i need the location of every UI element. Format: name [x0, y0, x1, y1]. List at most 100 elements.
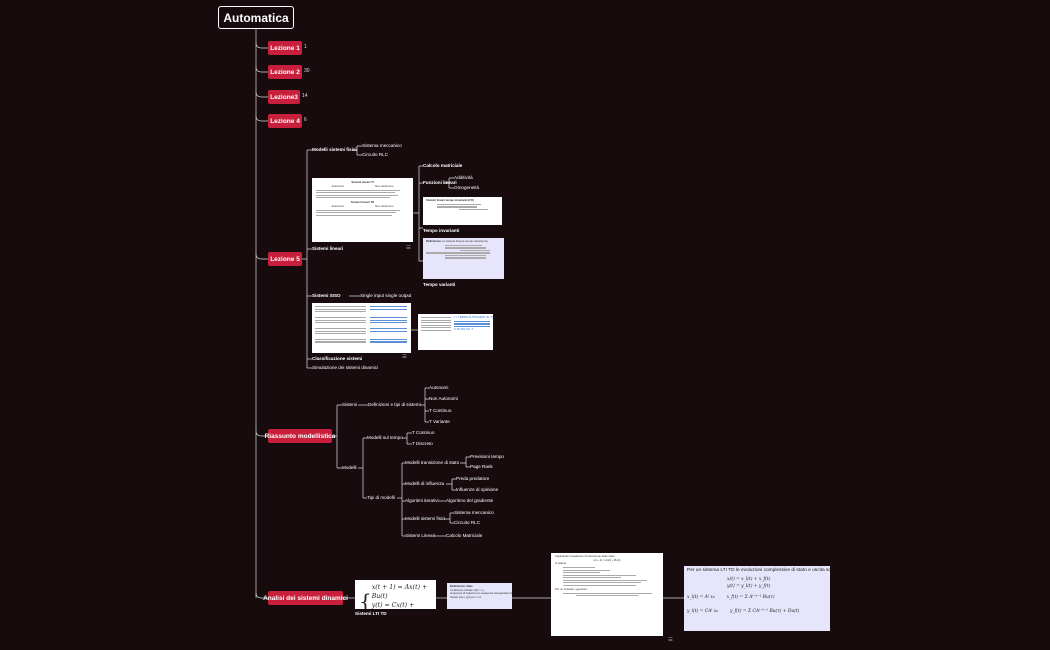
topic-analisi-sistemi-dinamici[interactable]: Analisi dei sistemi dinamici	[263, 591, 348, 605]
topic-label: Lezione 1	[270, 44, 300, 52]
node-t-continuo[interactable]: T Continuo	[429, 408, 452, 413]
card-legend: Σ TD NO AU, T	[454, 327, 474, 332]
card-text: Applicando l'equazione di transizione de…	[555, 554, 615, 558]
collapsed-count-badge[interactable]: 30	[304, 68, 310, 74]
node-t-continuo-2[interactable]: T Continuo	[412, 430, 435, 435]
card-calcolo-evoluzione[interactable]: Applicando l'equazione di transizione de…	[551, 553, 663, 636]
node-funzioni-lineari[interactable]: Funzioni lineari	[423, 180, 457, 185]
card-title: Sistemi lineari TI	[351, 180, 374, 184]
equation-line: y_f(t) = Σ CAᵗ⁻ᵏ⁻¹ Bu(τ) + Du(t)	[730, 609, 800, 614]
node-sistemi[interactable]: Sistemi	[342, 402, 358, 407]
note-icon[interactable]: ☰	[402, 354, 407, 360]
equation-line: x(t + 1) = Ax(t) + Bu(t)	[371, 584, 428, 600]
equation-line: y_l(t) = CAᵗ x₀	[687, 609, 718, 614]
card-text: condizione iniziale x(0) = x₀	[450, 587, 485, 592]
topic-label: Lezione 5	[270, 255, 300, 263]
topic-lezione-2[interactable]: Lezione 2	[268, 65, 302, 79]
equation-line: x(t) = x_l(t) + x_f(t)	[727, 577, 771, 582]
node-algoritmo-gradiente[interactable]: Algoritmo del gradiente	[446, 498, 494, 503]
node-sistema-meccanico[interactable]: Sistema meccanico	[362, 143, 402, 148]
topic-label: Lezione3	[270, 93, 298, 101]
node-circuito-rlc-2[interactable]: Circuito RLC	[454, 520, 481, 525]
equation-line: x_l(t) = Aᵗ x₀	[687, 595, 715, 600]
node-autonomi[interactable]: Autonomi	[429, 385, 449, 390]
node-circuito-rlc[interactable]: Circuito RLC	[362, 152, 389, 157]
node-omogeneita[interactable]: Omogeneità	[454, 185, 480, 190]
node-sistemi-siso[interactable]: Sistemi SISO	[312, 293, 341, 298]
note-icon[interactable]: ☰	[406, 245, 411, 251]
node-modelli-sistemi-fisici-2[interactable]: Modelli sistemi fisici	[405, 516, 446, 521]
node-calcolo-matriciale[interactable]: Calcolo matriciale	[423, 163, 463, 168]
collapsed-count-badge[interactable]: 14	[302, 93, 308, 99]
card-text: x(t + 1) = Ax(t) + Bu(t)	[593, 557, 621, 562]
image-card-tempo-invarianti[interactable]: Sistemi lineari tempo invarianti (LTI)	[423, 197, 502, 225]
collapsed-count-badge[interactable]: 6	[304, 117, 307, 123]
topic-lezione-5[interactable]: Lezione 5	[268, 252, 302, 266]
node-sistema-meccanico-2[interactable]: Sistema meccanico	[454, 510, 494, 515]
topic-lezione-4[interactable]: Lezione 4	[268, 114, 302, 128]
card-text: un sistema lineare tempo variante ha	[441, 239, 488, 243]
image-card-tempo-varianti[interactable]: Definizione un sistema lineare tempo var…	[423, 238, 504, 279]
equation-line: x_f(t) = Σ Aᵗ⁻ᵏ⁻¹ Bu(τ)	[726, 595, 775, 600]
image-card-classificazione[interactable]	[312, 303, 411, 353]
node-modelli[interactable]: Modelli	[342, 465, 357, 470]
card-title: Per un sistema LTI TD le evoluzioni comp…	[687, 568, 830, 573]
node-single-input-single-output[interactable]: Single input single output	[360, 293, 412, 298]
node-classificazione-sistemi[interactable]: Classificazione sistemi	[312, 356, 363, 361]
card-title: Sistemi lineari tempo invarianti (LTI)	[426, 198, 474, 202]
note-icon[interactable]: ☰	[668, 637, 673, 643]
node-influenze-opinione[interactable]: Influenze di opinione	[456, 487, 499, 492]
card-definizione[interactable]: Definizione: Date condizione iniziale x(…	[447, 583, 512, 609]
card-header: Autonomo	[331, 203, 345, 208]
node-previsioni-tempo[interactable]: Previsioni tempo	[470, 454, 504, 459]
equation-card-lti-td[interactable]: { x(t + 1) = Ax(t) + Bu(t) y(t) = Cx(t) …	[355, 580, 436, 609]
node-t-discreto[interactable]: T Discreto	[412, 441, 433, 446]
node-modelli-influenza[interactable]: Modelli di influenza	[405, 481, 445, 486]
node-additivita[interactable]: Additività	[454, 175, 473, 180]
root-topic[interactable]: Automatica	[218, 6, 294, 29]
topic-lezione-3[interactable]: Lezione3	[268, 90, 300, 104]
topic-lezione-1[interactable]: Lezione 1	[268, 41, 302, 55]
node-tempo-varianti[interactable]: Tempo varianti	[423, 282, 456, 287]
node-tempo-invarianti[interactable]: Tempo invarianti	[423, 228, 460, 233]
node-page-rank[interactable]: Page Rank	[470, 464, 493, 469]
node-tipi-di-modelli[interactable]: Tipi di modelli	[367, 495, 395, 500]
topic-label: Lezione 2	[270, 68, 300, 76]
node-t-variante[interactable]: T Variante	[429, 419, 450, 424]
card-title: Definizione: Date	[450, 584, 473, 588]
topic-label: Riassunto modellistica	[264, 432, 336, 440]
node-modelli-sul-tempo[interactable]: Modelli sul tempo	[367, 435, 403, 440]
card-text: si ottiene	[555, 561, 567, 566]
node-sistemi-lineari-2[interactable]: Sistemi Lineari	[405, 533, 436, 538]
card-header: Non autonomo	[375, 183, 394, 188]
collapsed-count-badge[interactable]: 1	[304, 44, 307, 50]
node-modelli-transizione[interactable]: Modelli transizione di stato	[405, 460, 460, 465]
card-title: Definizione	[426, 239, 441, 243]
node-simulazione-sistemi[interactable]: Simulazione dei sistemi dinamici	[312, 365, 379, 370]
image-card-classificazione-legenda[interactable]: t = TEMPO AUTONOMO (N, T) Σ TD NO AU, T	[418, 314, 493, 350]
card-text: Studio x(t) e y(t) per t ≥ 0	[450, 594, 481, 599]
topic-riassunto-modellistica[interactable]: Riassunto modellistica	[265, 429, 335, 443]
card-legend: t = TEMPO AUTONOMO (N, T)	[454, 315, 493, 319]
topic-label: Analisi dei sistemi dinamici	[263, 594, 348, 602]
card-header: Autonomo	[331, 183, 345, 188]
root-title: Automatica	[223, 10, 289, 25]
card-title: Sistemi lineari TD	[350, 200, 375, 205]
node-calcolo-matriciale-2[interactable]: Calcolo Matriciale	[446, 533, 483, 538]
node-definizioni-tipi[interactable]: Definizioni e tipi di sistemi	[368, 402, 421, 407]
equation-line: y(t) = y_l(t) + y_f(t)	[727, 584, 771, 589]
topic-label: Lezione 4	[270, 117, 300, 125]
node-modelli-sistemi-fisici[interactable]: Modelli sistemi fisici	[312, 147, 357, 152]
node-sistemi-lineari[interactable]: Sistemi lineari	[312, 246, 344, 251]
node-preda-predatore[interactable]: Preda predatore	[456, 476, 490, 481]
node-algoritmi-iterativi[interactable]: Algoritmi iterativi	[405, 498, 439, 503]
node-sistemi-lti-td[interactable]: Sistemi LTI TD	[355, 611, 387, 616]
card-header: Non autonomo	[375, 203, 394, 208]
brace-icon: {	[359, 589, 372, 609]
card-evoluzioni-complessive[interactable]: Per un sistema LTI TD le evoluzioni comp…	[684, 566, 830, 631]
equation-line: y(t) = Cx(t) + Du(t)	[371, 602, 415, 609]
node-non-autonomi[interactable]: Non Autonomi	[429, 396, 458, 401]
card-text: Per un instante t generico:	[555, 586, 588, 591]
